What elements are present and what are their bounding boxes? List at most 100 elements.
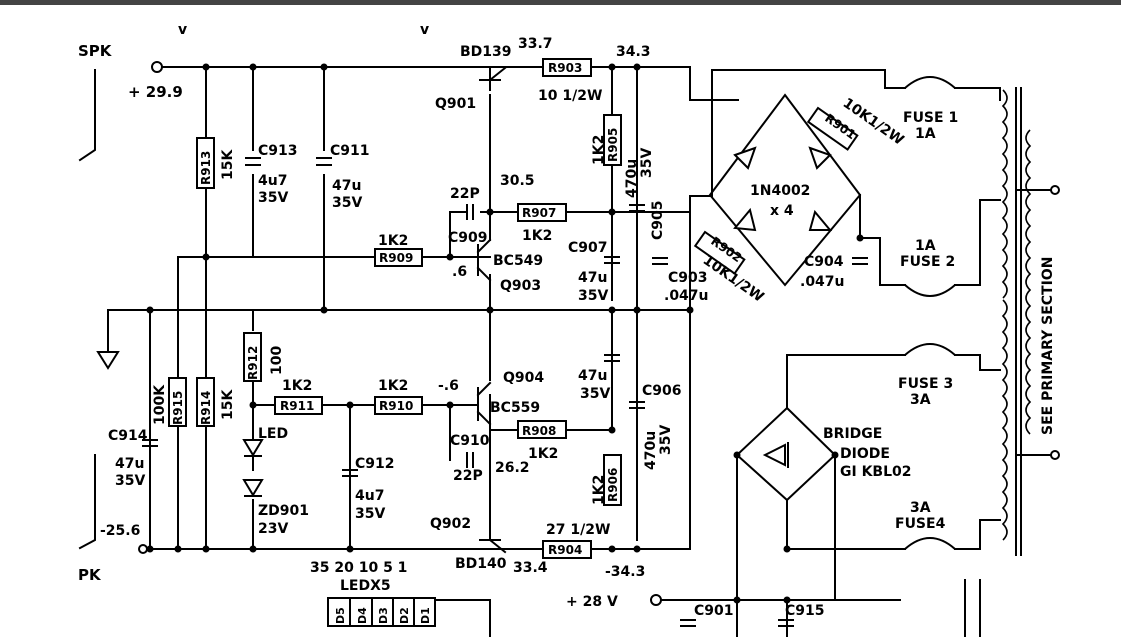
capacitor-c911 <box>316 157 332 166</box>
c909-value: 22P <box>450 186 480 202</box>
r905-label: R905 <box>606 128 620 162</box>
r911-value: 1K2 <box>282 378 312 394</box>
transistor-q904 <box>476 381 492 426</box>
capacitor-c907 <box>604 256 620 264</box>
spk-bot-label: PK <box>78 566 102 584</box>
r903-value: 10 1/2W <box>538 88 602 104</box>
q901-v2: 30.5 <box>500 173 535 189</box>
fuse-1-symbol <box>904 76 956 89</box>
bridge2-l3: GI KBL02 <box>840 464 912 480</box>
v-neg-label: -25.6 <box>100 523 140 539</box>
ground-symbol <box>96 351 120 370</box>
r912-label: R912 <box>246 346 260 380</box>
capacitor-c915 <box>778 619 794 627</box>
c911-name: C911 <box>330 143 370 159</box>
capacitor-c904 <box>852 257 868 265</box>
bridge-2-diode <box>762 442 789 468</box>
r914-label: R914 <box>199 391 213 425</box>
capacitor-c906 <box>629 401 645 409</box>
led-bar-symbols <box>327 597 436 627</box>
capacitor-c9xx <box>604 354 620 362</box>
transistor-q901 <box>479 66 507 82</box>
c9xx-volt: 35V <box>580 386 610 402</box>
junction-dots <box>146 63 864 604</box>
capacitor-c913 <box>245 157 261 166</box>
q902-name: Q902 <box>430 516 471 532</box>
ledbar-d1: D1 <box>419 607 432 624</box>
resistor-r906 <box>603 454 622 506</box>
c904-value: .047u <box>800 274 845 290</box>
c903-value: .047u <box>664 288 709 304</box>
top-border <box>0 0 1121 5</box>
fuse1-name: FUSE 1 <box>903 110 958 126</box>
r909-label: R909 <box>379 251 413 265</box>
transistor-q903 <box>476 238 492 282</box>
fuse-2-symbol <box>904 284 956 297</box>
c913-value: 4u7 <box>258 173 287 189</box>
resistor-r907 <box>517 203 567 222</box>
r915-value: 100K <box>152 384 168 425</box>
fuse-4-symbol <box>904 537 956 550</box>
r911-label: R911 <box>280 399 314 413</box>
fuse1-rating: 1A <box>915 126 936 142</box>
zd901-name: ZD901 <box>258 503 309 519</box>
c907-name: C907 <box>568 240 608 256</box>
v6-label: .6 <box>452 264 467 280</box>
capacitor-c903 <box>652 257 668 265</box>
ledbar-title: LEDX5 <box>340 578 391 594</box>
fuse3-rating: 3A <box>910 392 931 408</box>
ledbar-taps: 35 20 10 5 1 <box>310 560 407 576</box>
c910-value: 22P <box>453 468 483 484</box>
r903-label: R903 <box>548 61 582 75</box>
r906-label: R906 <box>606 468 620 502</box>
q903-part: BC549 <box>493 253 543 269</box>
primary-note: SEE PRIMARY SECTION <box>1040 257 1056 435</box>
c901-name: C901 <box>694 603 734 619</box>
c903-name: C903 <box>668 270 708 286</box>
resistor-r915 <box>168 377 187 427</box>
r904-label: R904 <box>548 543 582 557</box>
c9xx-value: 47u <box>578 368 607 384</box>
r913-value: 15K <box>220 149 236 180</box>
c912-volt: 35V <box>355 506 385 522</box>
c915-name: C915 <box>785 603 825 619</box>
r913-label: R913 <box>199 151 213 185</box>
resistor-r912 <box>243 332 262 382</box>
bridge-1-diodes <box>733 146 833 232</box>
fuse-3-symbol <box>904 343 956 356</box>
resistor-r908 <box>517 420 567 439</box>
zd901-value: 23V <box>258 521 288 537</box>
v28-label: + 28 V <box>566 594 618 610</box>
c910-name: C910 <box>450 433 490 449</box>
v262-label: 26.2 <box>495 460 530 476</box>
c911-volt: 35V <box>332 195 362 211</box>
vneg6-label: -.6 <box>438 378 459 394</box>
resistor-r913 <box>196 137 215 189</box>
ledbar-d5: D5 <box>334 607 347 624</box>
c905-volt: 35V <box>639 148 655 178</box>
capacitor-c912 <box>342 469 358 477</box>
resistor-r911 <box>274 396 323 415</box>
r905-value: 1K2 <box>591 135 607 165</box>
wiring <box>107 66 1051 637</box>
c914-volt: 35V <box>115 473 145 489</box>
q901-v1: 33.7 <box>518 36 553 52</box>
capacitor-c914 <box>142 439 158 447</box>
led-zener <box>242 439 264 497</box>
capacitor-c901 <box>680 619 696 627</box>
resistor-r914 <box>196 377 215 427</box>
r910-label: R910 <box>379 399 413 413</box>
c914-name: C914 <box>108 428 148 444</box>
r909-value: 1K2 <box>378 233 408 249</box>
fuse2-rating: 1A <box>915 238 936 254</box>
resistor-r902 <box>693 230 746 275</box>
ledbar-d4: D4 <box>356 607 369 624</box>
bridge1-part: 1N4002 <box>750 183 810 199</box>
c907-volt: 35V <box>578 288 608 304</box>
r908-value: 1K2 <box>528 446 558 462</box>
r914-value: 15K <box>220 389 236 420</box>
led-label: LED <box>258 426 288 442</box>
q902-part: BD140 <box>455 556 507 572</box>
capacitor-c905 <box>629 204 645 212</box>
r904-value: 27 1/2W <box>546 522 610 538</box>
